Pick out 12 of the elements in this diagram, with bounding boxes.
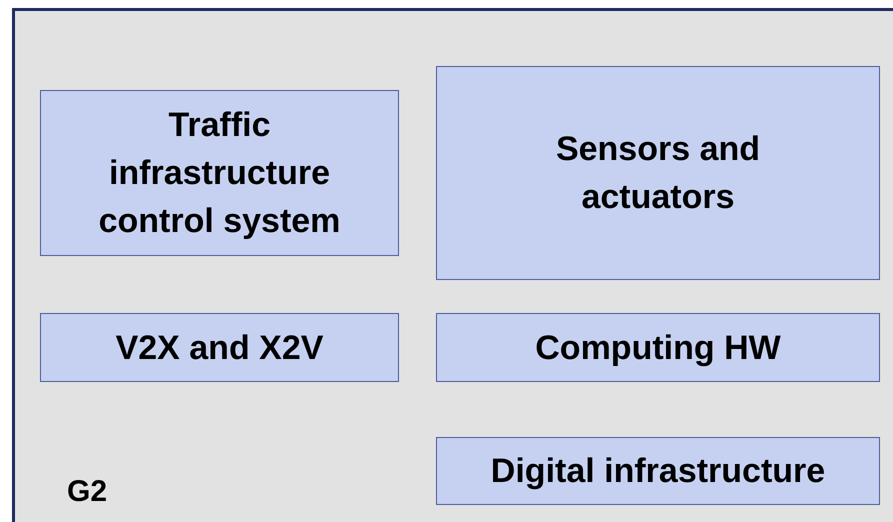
component-box [40, 90, 399, 256]
box-label: Digital infrastructure [490, 451, 826, 492]
group-label: G2 [67, 475, 108, 509]
box-label: Computing HW [535, 328, 781, 368]
box-label: V2X and X2V [116, 328, 324, 368]
component-box [436, 66, 880, 280]
component-box [436, 313, 880, 382]
component-box [40, 313, 399, 382]
component-box [436, 437, 880, 505]
box-label: Sensors and actuators [554, 129, 762, 218]
box-label: Traffic infrastructure control system [98, 105, 342, 242]
group-panel [12, 8, 893, 522]
